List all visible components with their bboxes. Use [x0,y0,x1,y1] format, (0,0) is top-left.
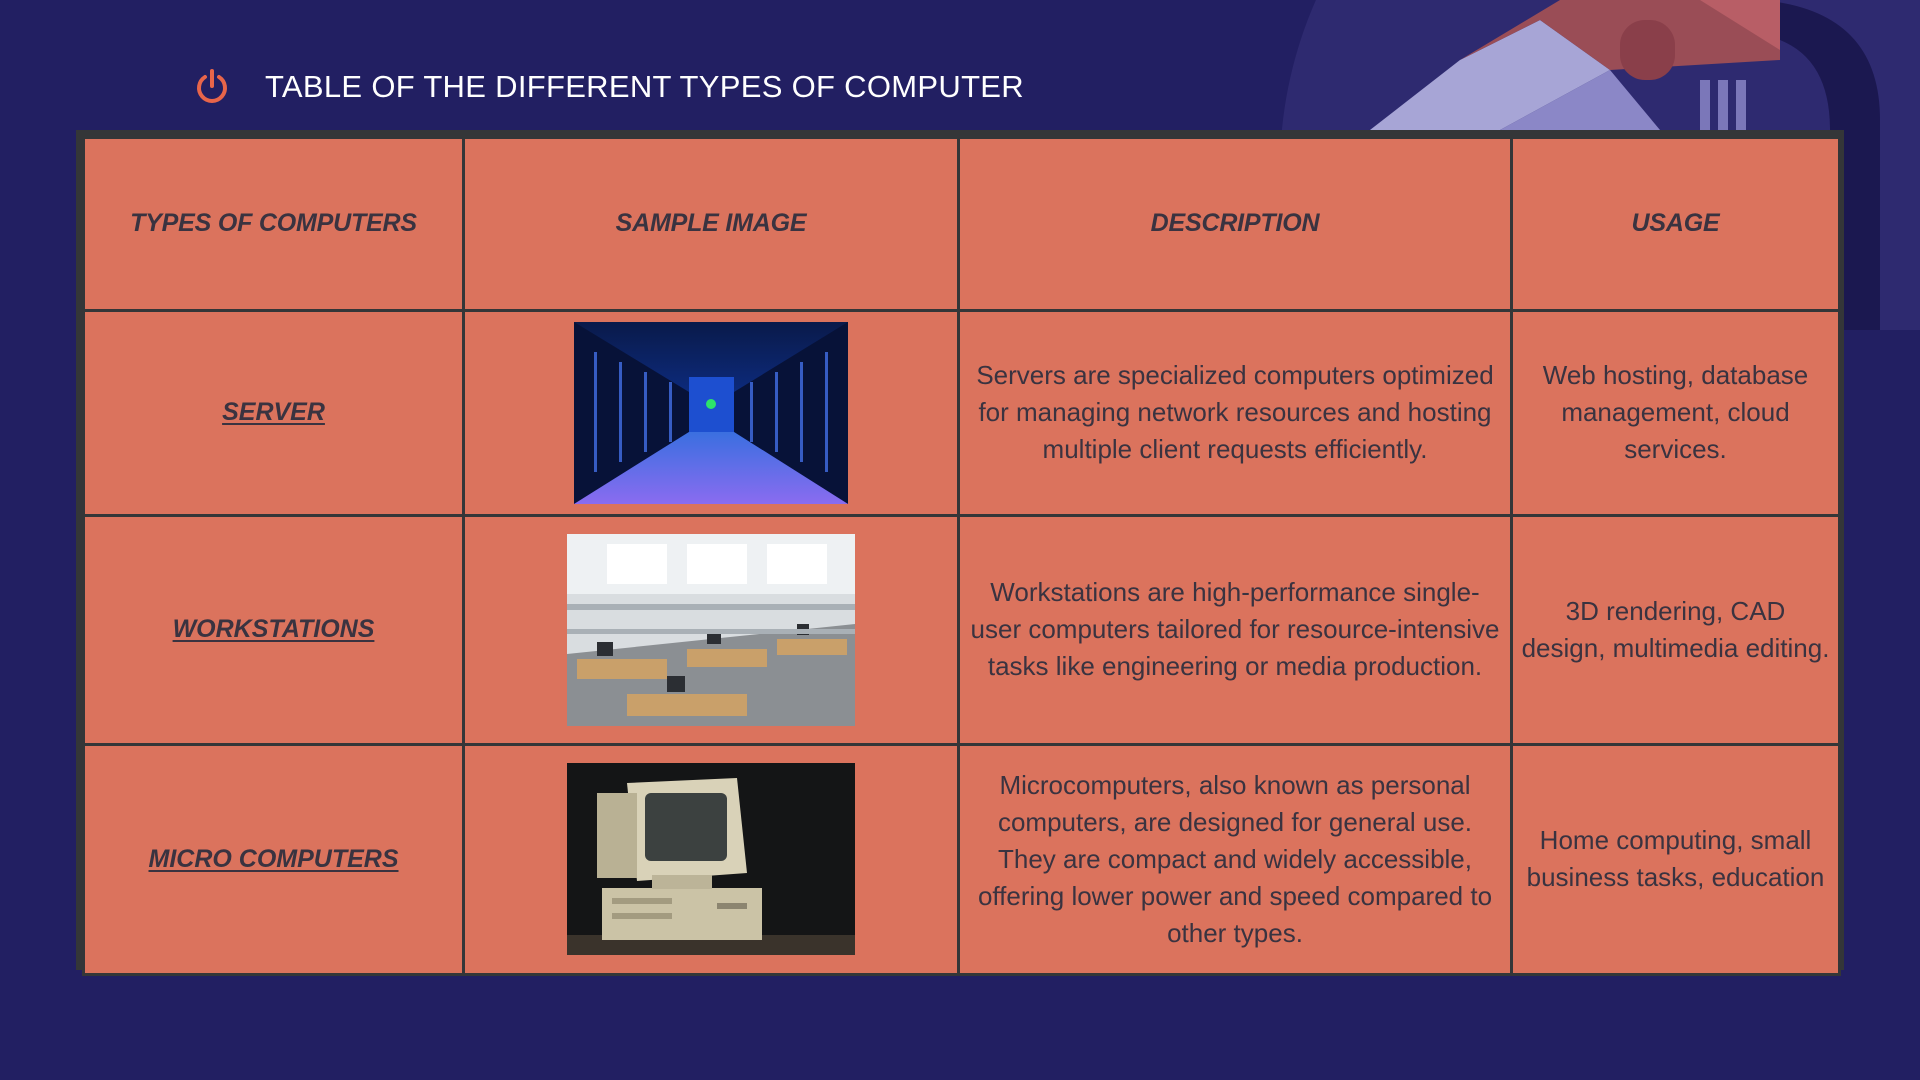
description-server: Servers are specialized computers optimi… [957,308,1513,517]
header-sample-image: SAMPLE IMAGE [462,136,960,312]
usage-micro-computers: Home computing, small business tasks, ed… [1510,742,1841,977]
slide-title: TABLE OF THE DIFFERENT TYPES OF COMPUTER [265,69,1024,104]
computer-types-table: TYPES OF COMPUTERS SAMPLE IMAGE DESCRIPT… [82,136,1841,977]
type-server-link[interactable]: SERVER [222,398,325,427]
server-room-image [574,321,848,504]
office-workstations-image [567,533,855,726]
header-types: TYPES OF COMPUTERS [82,136,465,312]
table-row: WORKSTATIONS [82,513,1841,746]
power-icon [193,68,231,106]
type-micro-computers-link[interactable]: MICRO COMPUTERS [148,844,399,873]
computer-types-table-frame: TYPES OF COMPUTERS SAMPLE IMAGE DESCRIPT… [76,130,1844,977]
header-description: DESCRIPTION [957,136,1513,312]
table-header-row: TYPES OF COMPUTERS SAMPLE IMAGE DESCRIPT… [82,136,1841,312]
usage-server: Web hosting, database management, cloud … [1510,308,1841,517]
type-workstations-link[interactable]: WORKSTATIONS [172,615,375,644]
slide-header: TABLE OF THE DIFFERENT TYPES OF COMPUTER [193,62,1024,112]
description-workstations: Workstations are high-performance single… [957,513,1513,746]
vintage-personal-computer-image [567,763,855,956]
description-micro-computers: Microcomputers, also known as personal c… [957,742,1513,977]
table-row: SERVER [82,308,1841,517]
usage-workstations: 3D rendering, CAD design, multimedia edi… [1510,513,1841,746]
table-row: MICRO COMPUTERS [82,742,1841,977]
header-usage: USAGE [1510,136,1841,312]
